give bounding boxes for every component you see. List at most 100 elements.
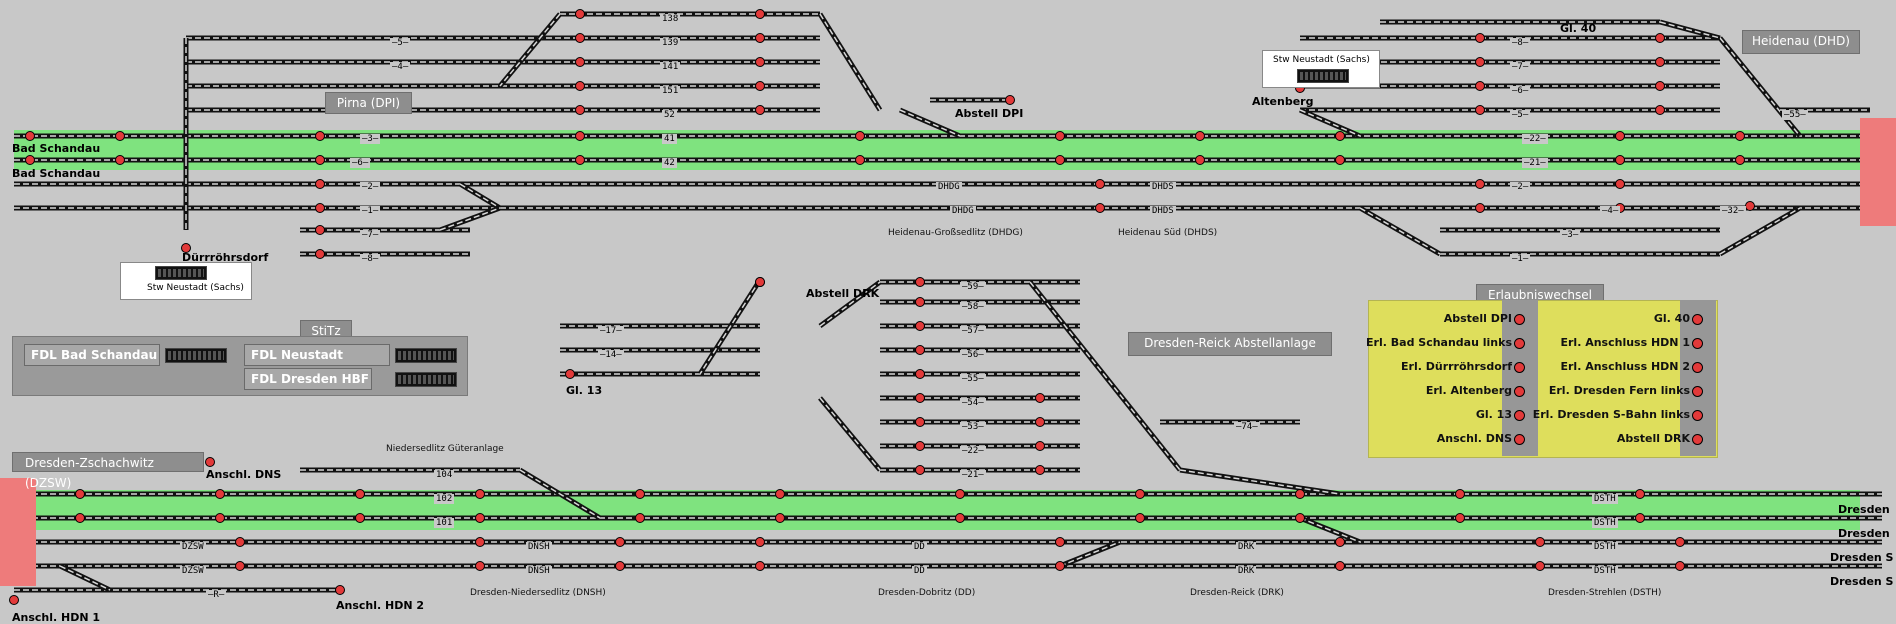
signal-icon-19 xyxy=(755,57,765,67)
signal-icon-42 xyxy=(1655,33,1665,43)
track-label-pirna-8: –8– xyxy=(360,254,381,264)
fdl-neustadt-button[interactable]: FDL Neustadt (Sachs) xyxy=(244,344,390,382)
track-label-heidenau-5: –5– xyxy=(1510,110,1531,120)
track-label-dd-1: DD xyxy=(912,542,927,552)
signal-icon-34 xyxy=(1475,81,1485,91)
track-label-reick-22: –22– xyxy=(960,446,986,456)
signal-icon-45 xyxy=(1655,105,1665,115)
erl-right-button-0[interactable] xyxy=(1692,314,1703,325)
heidenau-diag-3-ties xyxy=(1299,109,1361,137)
track-label-reick-58: –58– xyxy=(960,302,986,312)
occupied-band-lower xyxy=(14,490,1860,530)
endpoint-anschl-hdn2: Anschl. HDN 2 xyxy=(336,599,425,612)
track-label-dzsw-2: DZSW xyxy=(180,566,206,576)
station-title-pirna: Pirna (DPI) xyxy=(325,92,412,114)
pirna-diag-3-ties xyxy=(459,183,501,209)
erl-left-2: Erl. Dürrröhrsdorf xyxy=(1401,360,1512,373)
fdl-dresden-hbf-button[interactable]: FDL Dresden HBF xyxy=(244,368,372,390)
signal-icon-55 xyxy=(915,321,925,331)
signal-icon-103 xyxy=(1335,561,1345,571)
pirna-diag-4-ties xyxy=(439,207,501,231)
fdl-bad-schandau-button[interactable]: FDL Bad Schandau xyxy=(24,344,160,366)
track-label-heidenau-22: –22– xyxy=(1522,134,1548,144)
track-label-reick-59: –59– xyxy=(960,282,986,292)
erl-right-button-2[interactable] xyxy=(1692,362,1703,373)
track-label-pirna-41: 41 xyxy=(662,134,677,144)
signal-icon-28 xyxy=(1195,131,1205,141)
fdl-bad-schandau-display xyxy=(165,348,227,363)
track-label-102: 102 xyxy=(434,494,455,504)
erl-left-button-4[interactable] xyxy=(1514,410,1525,421)
signal-icon-104 xyxy=(1535,537,1545,547)
signal-icon-81 xyxy=(955,513,965,523)
track-label-dzsw-1: DZSW xyxy=(180,542,206,552)
signal-icon-73 xyxy=(355,513,365,523)
label-dresden-niedersedlitz: Dresden-Niedersedlitz (DNSH) xyxy=(470,588,606,598)
track-label-heidenau-32: –32– xyxy=(1720,206,1746,216)
track-label-dhdg-1: DHDG xyxy=(936,182,962,192)
signal-icon-46 xyxy=(1735,131,1745,141)
endpoint-dresden-2: Dresden xyxy=(1838,527,1890,540)
signal-icon-12 xyxy=(575,57,585,67)
signal-icon-43 xyxy=(1655,57,1665,67)
signal-icon-77 xyxy=(635,513,645,523)
erl-right-button-1[interactable] xyxy=(1692,338,1703,349)
signal-icon-0 xyxy=(25,131,35,141)
endpoint-anschl-hdn1: Anschl. HDN 1 xyxy=(12,611,101,624)
signal-icon-65 xyxy=(1035,465,1045,475)
erl-right-button-5[interactable] xyxy=(1692,434,1703,445)
signal-icon-8 xyxy=(315,225,325,235)
erl-left-button-5[interactable] xyxy=(1514,434,1525,445)
signal-icon-6 xyxy=(315,179,325,189)
erl-right-button-4[interactable] xyxy=(1692,410,1703,421)
endpoint-bad-schandau-2: Bad Schandau xyxy=(12,167,101,180)
signal-icon-23 xyxy=(855,155,865,165)
signal-icon-18 xyxy=(755,33,765,43)
signal-icon-108 xyxy=(9,595,19,605)
signal-icon-49 xyxy=(1005,95,1015,105)
endpoint-dresden-s-1: Dresden S xyxy=(1830,551,1894,564)
erl-left-button-3[interactable] xyxy=(1514,386,1525,397)
erl-left-button-2[interactable] xyxy=(1514,362,1525,373)
signal-icon-94 xyxy=(475,537,485,547)
stw-neustadt-box-bottom[interactable]: Stw Neustadt (Sachs) xyxy=(120,262,252,300)
station-title-zschachwitz: Dresden-Zschachwitz (DZSW) xyxy=(12,452,204,490)
signal-icon-84 xyxy=(1295,489,1305,499)
track-label-dsth-2: DSTH xyxy=(1592,518,1618,528)
lower-diag-4-ties xyxy=(1059,541,1121,567)
track-label-dnsh-2: DNSH xyxy=(526,566,552,576)
stw-neustadt-box-top[interactable]: Stw Neustadt (Sachs) xyxy=(1262,50,1380,88)
signal-icon-51 xyxy=(181,243,191,253)
signal-icon-91 xyxy=(1675,561,1685,571)
signal-icon-22 xyxy=(855,131,865,141)
signal-icon-72 xyxy=(355,489,365,499)
erl-right-button-3[interactable] xyxy=(1692,386,1703,397)
track-label-heidenau-3: –3– xyxy=(1560,230,1581,240)
signal-icon-25 xyxy=(1055,155,1065,165)
signal-icon-69 xyxy=(75,513,85,523)
track-label-pirna-7: –7– xyxy=(360,230,381,240)
heidenau-diag-1-ties xyxy=(1719,37,1801,137)
reick-diag-2-ties xyxy=(1029,281,1181,471)
signal-icon-105 xyxy=(1535,561,1545,571)
erl-left-button-0[interactable] xyxy=(1514,314,1525,325)
signal-icon-64 xyxy=(1035,441,1045,451)
endpoint-dresden-s-2: Dresden S xyxy=(1830,575,1894,588)
signal-icon-57 xyxy=(915,369,925,379)
erl-left-button-1[interactable] xyxy=(1514,338,1525,349)
label-niedersedlitz-gueteranlage: Niedersedlitz Güteranlage xyxy=(386,444,504,454)
track-label-heidenau-7: –7– xyxy=(1510,62,1531,72)
track-label-pirna-141: 141 xyxy=(660,62,681,72)
track-label-pirna-1: –1– xyxy=(360,206,381,216)
signal-icon-80 xyxy=(955,489,965,499)
label-dresden-strehlen: Dresden-Strehlen (DSTH) xyxy=(1548,588,1662,598)
label-dresden-reick: Dresden-Reick (DRK) xyxy=(1190,588,1284,598)
erl-right-0: Gl. 40 xyxy=(1653,312,1690,325)
boundary-marker-zschachwitz xyxy=(0,478,36,586)
track-label-dsth-4: DSTH xyxy=(1592,566,1618,576)
track-label-reick-57: –57– xyxy=(960,326,986,336)
signal-icon-48 xyxy=(1745,201,1755,211)
track-label-drk-2: DRK xyxy=(1236,566,1257,576)
reick-diag-1-ties xyxy=(699,279,761,375)
track-label-dsth-3: DSTH xyxy=(1592,542,1618,552)
